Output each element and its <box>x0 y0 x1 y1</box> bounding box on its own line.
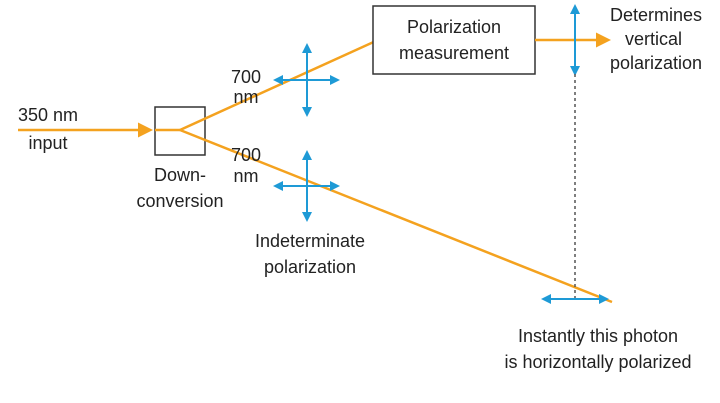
lower-wavelength-label-line2: nm <box>233 166 258 186</box>
indeterminate-label-line1: Indeterminate <box>255 231 365 251</box>
instantly-label-line1: Instantly this photon <box>518 326 678 346</box>
downconversion-label-line1: Down- <box>154 165 206 185</box>
measurement-label-line2: measurement <box>399 43 509 63</box>
indeterminate-label-line2: polarization <box>264 257 356 277</box>
lower-wavelength-label-line1: 700 <box>231 145 261 165</box>
downconversion-label-line2: conversion <box>136 191 223 211</box>
determines-label-line3: polarization <box>610 53 702 73</box>
polarization-measurement-box <box>372 5 536 75</box>
input-label-line1: 350 nm <box>18 105 78 125</box>
upper-wavelength-label-line2: nm <box>233 87 258 107</box>
instantly-label-line2: is horizontally polarized <box>504 352 691 372</box>
determines-label-line1: Determines <box>610 5 702 25</box>
lower-photon-beam <box>179 128 613 304</box>
input-label-line2: input <box>28 133 67 153</box>
upper-photon-beam <box>179 38 379 132</box>
upper-polarization-cross <box>273 43 340 117</box>
upper-wavelength-label-line1: 700 <box>231 67 261 87</box>
lower-polarization-cross <box>273 150 340 222</box>
determines-label-line2: vertical <box>625 29 682 49</box>
measurement-label-line1: Polarization <box>407 17 501 37</box>
